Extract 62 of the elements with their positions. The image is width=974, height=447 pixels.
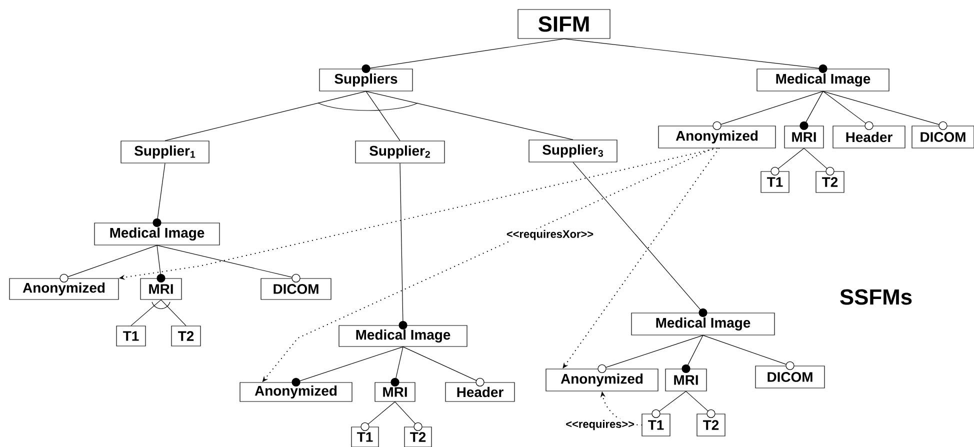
- text-label: SSFMs: [838, 288, 914, 306]
- connector: [394, 402, 422, 431]
- feature-box: DICOM: [755, 366, 825, 388]
- connector: [822, 91, 948, 130]
- connector: [800, 91, 824, 130]
- connector: [360, 402, 396, 431]
- feature-box: MRI: [374, 382, 416, 402]
- feature-box: T1: [642, 414, 670, 436]
- connector: [564, 38, 828, 73]
- feature-box: Anonymized: [9, 278, 119, 300]
- feature-box: Medical Image: [756, 68, 890, 92]
- feature-box: Medical Image: [94, 222, 220, 246]
- feature-box: Medical Image: [338, 325, 468, 347]
- feature-box: Supplier$_{2}$: [355, 140, 445, 164]
- connector: [682, 335, 704, 373]
- connector: [164, 91, 366, 141]
- feature-box: Supplier$_{1}$: [120, 140, 210, 164]
- feature-box: Header: [445, 382, 515, 402]
- feature-box: DICOM: [912, 126, 974, 148]
- connector: [804, 148, 834, 176]
- feature-box: Supplier$_{3}$: [528, 140, 618, 162]
- connector: [402, 346, 484, 386]
- connector: [366, 91, 400, 141]
- connector: [652, 391, 686, 418]
- feature-box: SIFM: [518, 9, 610, 39]
- connector: [160, 300, 186, 326]
- feature-box: T1: [351, 426, 379, 447]
- connector: [130, 300, 162, 326]
- feature-box: Header: [832, 126, 906, 148]
- feature-box: T2: [171, 326, 201, 346]
- feature-box: DICOM: [260, 278, 332, 300]
- connector: [60, 245, 158, 282]
- feature-box: Medical Image: [631, 312, 775, 336]
- feature-box: T2: [696, 414, 726, 436]
- connector: [152, 163, 166, 227]
- feature-box: MRI: [784, 126, 824, 148]
- edge-label: <<requires>>: [564, 418, 636, 432]
- feature-box: Anonymized: [240, 382, 352, 402]
- feature-box: Suppliers: [319, 68, 413, 92]
- feature-box: MRI: [665, 368, 707, 392]
- connector: [366, 91, 574, 140]
- connector: [390, 346, 404, 386]
- connector: [822, 91, 874, 130]
- feature-box: T2: [816, 171, 844, 193]
- connector: [686, 391, 716, 418]
- connector: [398, 163, 408, 330]
- connector: [702, 335, 794, 370]
- connector: [292, 346, 404, 386]
- feature-box: MRI: [140, 278, 182, 300]
- text-label: <<requiresXor>>: [505, 228, 595, 242]
- connector: [598, 335, 704, 373]
- connector: [712, 91, 824, 130]
- connector: [770, 148, 804, 176]
- feature-box: Anonymized: [546, 368, 658, 392]
- feature-box: T1: [760, 171, 790, 193]
- feature-box: T2: [404, 426, 432, 447]
- connector: [156, 245, 166, 282]
- feature-box: Anonymized: [658, 126, 776, 148]
- connector: [362, 38, 564, 73]
- connector: [572, 162, 708, 317]
- connector: [156, 245, 300, 282]
- feature-box: T1: [116, 326, 146, 346]
